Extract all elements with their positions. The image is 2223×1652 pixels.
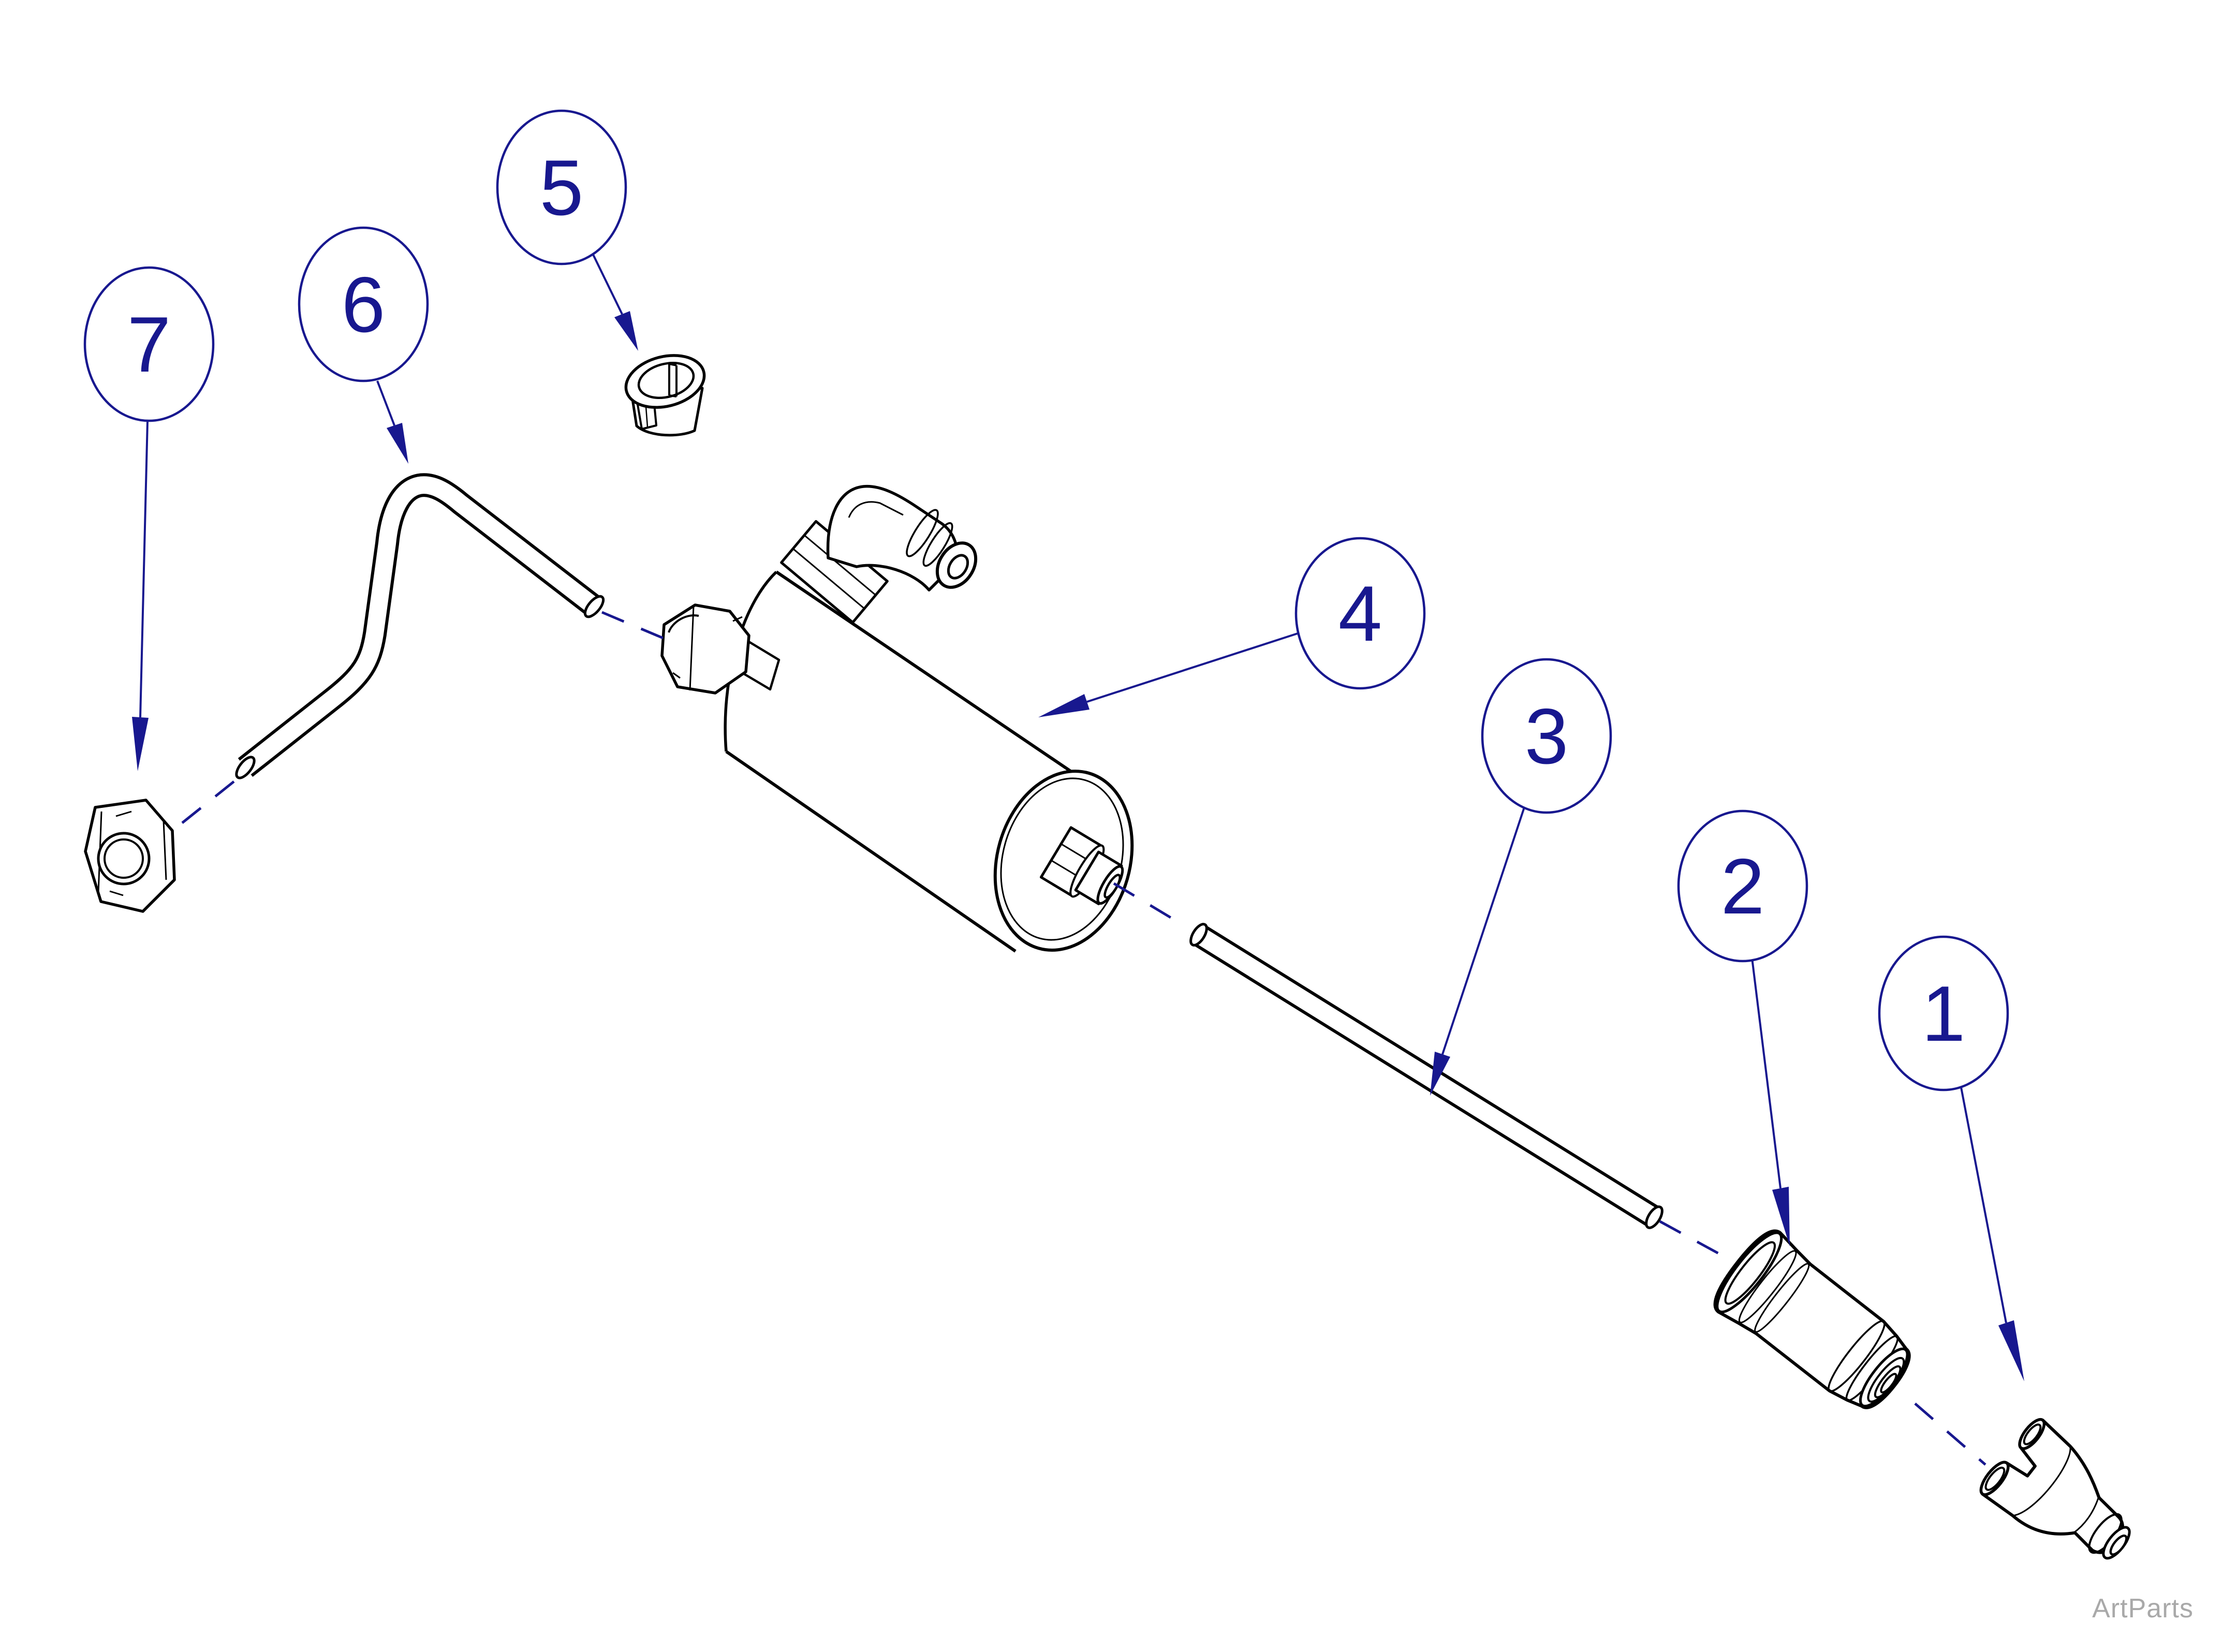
part-filter-canister-assembly xyxy=(660,484,1134,953)
arrowhead xyxy=(1038,694,1090,717)
arrowhead xyxy=(132,717,149,771)
filter-swivel-nut xyxy=(660,603,781,695)
canister-outlet-port xyxy=(1039,826,1124,906)
part-bent-tube xyxy=(235,473,605,779)
part-y-connector-fitting xyxy=(1979,1418,2131,1560)
callout-balloon-5: 5 xyxy=(496,109,627,266)
arrowhead xyxy=(1772,1187,1790,1246)
callout-balloon-4: 4 xyxy=(1294,537,1426,690)
callout-number: 7 xyxy=(127,301,171,389)
callout-balloon-6: 6 xyxy=(298,226,429,382)
callout-number: 6 xyxy=(342,261,386,349)
arrowhead xyxy=(614,311,638,351)
centerline-coupling-to-y xyxy=(1914,1403,1986,1466)
callout-number: 3 xyxy=(1525,692,1569,780)
part-tube-nut xyxy=(84,799,176,913)
canister-top-edge xyxy=(775,570,1119,805)
callout-number: 4 xyxy=(1338,570,1382,658)
callout-number: 5 xyxy=(540,144,584,232)
watermark-text: ArtParts xyxy=(2092,1594,2193,1624)
part-straight-tube xyxy=(1189,923,1663,1229)
callout-balloon-7: 7 xyxy=(83,266,215,422)
callout-number: 1 xyxy=(1922,970,1966,1058)
centerline-tube-to-coupling xyxy=(1659,1220,1734,1263)
callout-balloon-1: 1 xyxy=(1878,935,2009,1092)
canister-bottom-edge xyxy=(725,750,1017,953)
tube-end-opening xyxy=(235,756,256,779)
callout-balloon-2: 2 xyxy=(1677,809,1808,963)
arrowhead xyxy=(1430,1052,1450,1096)
arrowhead xyxy=(1998,1320,2024,1381)
part-quick-connect-coupling xyxy=(1713,1229,1911,1409)
y-port-opening xyxy=(1979,1461,2010,1496)
centerline-nut-to-tube xyxy=(181,776,240,824)
callout-number: 2 xyxy=(1721,843,1765,931)
filter-elbow-fitting xyxy=(826,484,978,592)
tube-end-opening xyxy=(1645,1205,1663,1229)
y-port-opening xyxy=(2018,1418,2046,1450)
tube-end-opening xyxy=(583,595,605,618)
tube-end-opening xyxy=(1189,923,1208,947)
filter-hex-standpipe xyxy=(780,520,889,624)
centerline-tube-to-filter xyxy=(601,611,672,643)
callout-balloons: 1 2 3 4 5 6 7 xyxy=(83,109,2009,1092)
centerline-filter-to-tube xyxy=(1113,882,1187,928)
callout-balloon-3: 3 xyxy=(1481,658,1612,814)
arrowhead xyxy=(387,423,408,464)
callout-leaders xyxy=(132,254,2024,1381)
part-snap-in-bushing xyxy=(624,354,706,437)
assembly-centerlines xyxy=(181,611,1986,1466)
